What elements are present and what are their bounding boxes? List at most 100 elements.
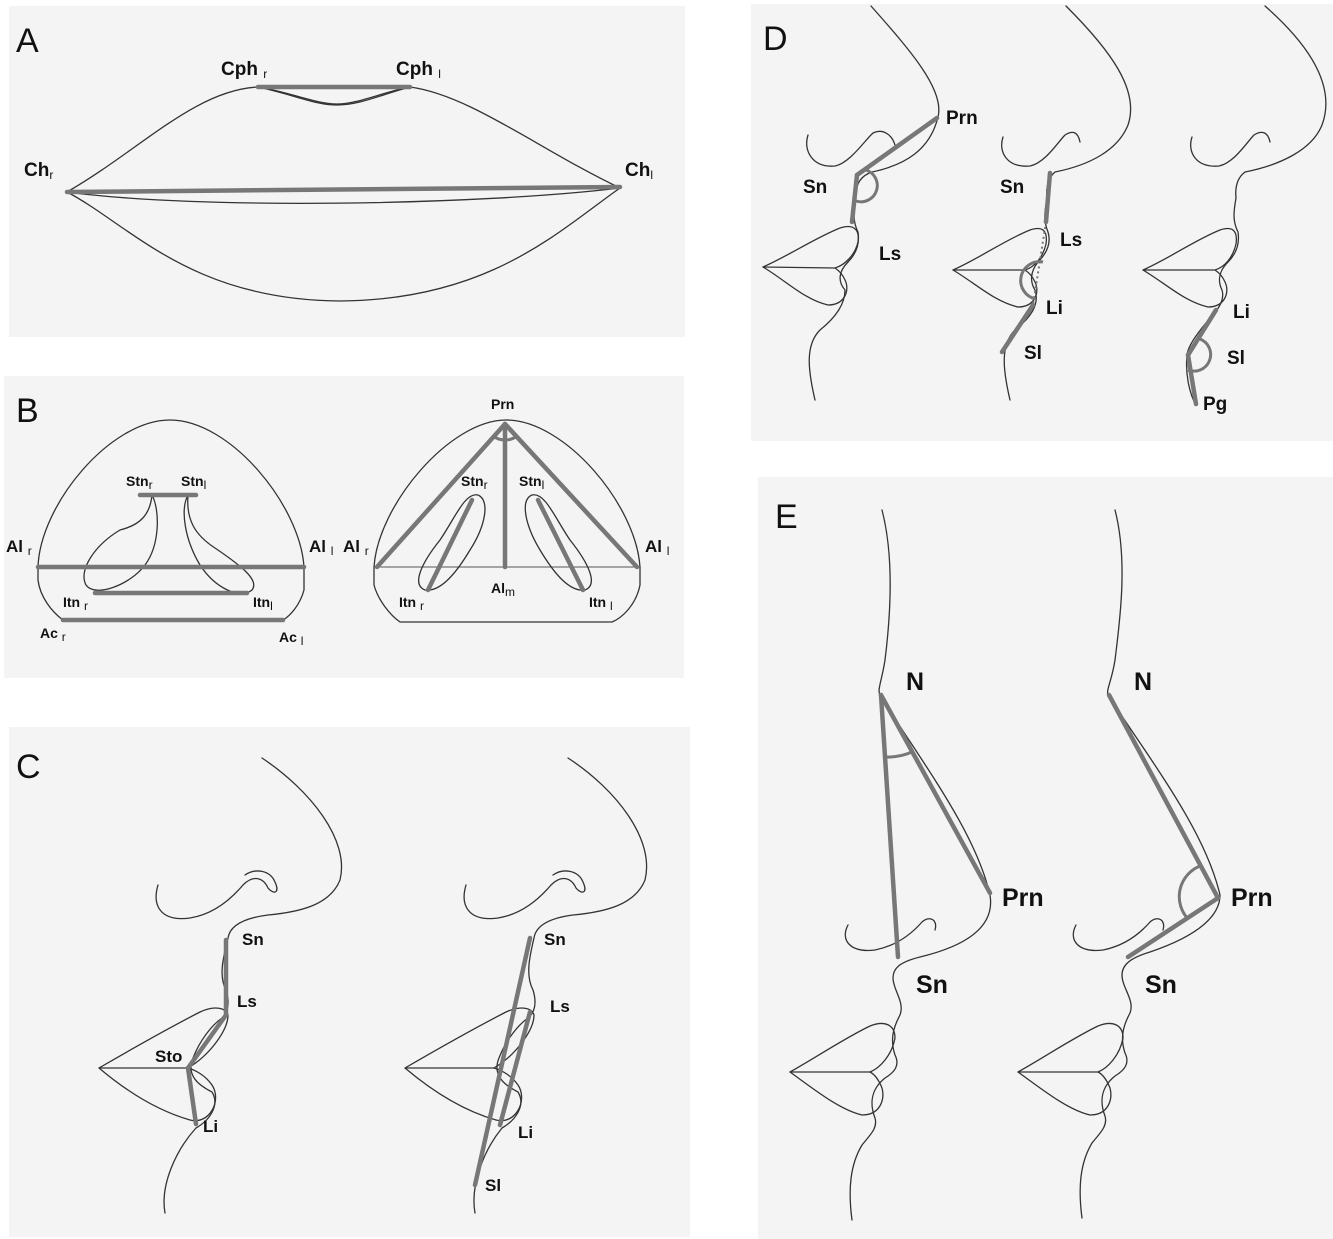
panel-a: A Cph r Cph l Chr Chl bbox=[9, 6, 685, 337]
profile-d-3 bbox=[1142, 5, 1327, 407]
label-c-right-sl: Sl bbox=[485, 1176, 501, 1195]
nose-base-right-diagram bbox=[373, 419, 641, 623]
label-b-left-al-l: Al l bbox=[309, 537, 333, 558]
label-b-left-ac-r: Ac r bbox=[40, 625, 66, 644]
label-b-left-al-r: Al r bbox=[6, 537, 32, 558]
sto-li-line bbox=[185, 1065, 199, 1127]
cupid-bow bbox=[257, 86, 411, 105]
label-b-right-stn-l: Stnl bbox=[519, 473, 544, 492]
label-c-right-sn: Sn bbox=[544, 930, 566, 949]
profile-line-e-right bbox=[1079, 509, 1221, 1219]
upper-lip-e-right bbox=[1017, 1022, 1124, 1073]
label-d-1-ls: Ls bbox=[879, 244, 901, 265]
n-sn-line bbox=[878, 692, 901, 960]
li-sl-line-d2 bbox=[999, 302, 1036, 355]
panel-b: B Stnr Stnl Al r Al l Itn r Itnl Ac r Ac… bbox=[4, 376, 684, 678]
profile-d-1 bbox=[762, 5, 940, 401]
nostril-d-1 bbox=[806, 130, 896, 167]
lower-lip-e-right bbox=[1017, 1071, 1112, 1116]
label-d-2-ls: Ls bbox=[1060, 230, 1082, 251]
sn-ls-line-d bbox=[849, 172, 860, 225]
nostril-e-left bbox=[844, 918, 937, 952]
label-e-left-prn: Prn bbox=[1002, 884, 1044, 912]
panel-d-background bbox=[751, 4, 1333, 441]
label-b-right-al-m: Alm bbox=[491, 580, 515, 599]
lips-frontal-diagram bbox=[64, 84, 623, 302]
nose-base-outline-right bbox=[373, 419, 641, 623]
lower-lip-d-3 bbox=[1142, 269, 1228, 308]
nasal-tip-angle-arc bbox=[492, 434, 518, 442]
panel-e: E N Prn Sn N Prn Sn bbox=[758, 477, 1333, 1239]
panel-a-letter: A bbox=[16, 22, 39, 60]
label-cph-l: Cph l bbox=[396, 59, 441, 81]
li-sl-line-d3 bbox=[1185, 307, 1219, 358]
label-b-right-itn-l: Itn l bbox=[589, 594, 613, 613]
nostril-c-left bbox=[155, 870, 278, 920]
label-e-right-sn: Sn bbox=[1145, 971, 1177, 999]
profile-line-e-left bbox=[849, 509, 992, 1221]
lower-lip-c-right bbox=[404, 1067, 523, 1122]
sl-pg-line bbox=[1185, 352, 1199, 407]
label-cph-r: Cph r bbox=[221, 59, 267, 81]
left-nostril-left bbox=[183, 494, 255, 595]
right-nostril-right bbox=[418, 494, 486, 591]
label-c-right-li: Li bbox=[518, 1123, 533, 1142]
label-b-left-ac-l: Ac l bbox=[279, 629, 303, 648]
label-e-right-prn: Prn bbox=[1231, 884, 1273, 912]
panel-e-background bbox=[758, 477, 1333, 1239]
profile-e-left bbox=[789, 509, 993, 1221]
panel-c-letter: C bbox=[16, 748, 41, 786]
ls-li-dotted-line bbox=[1032, 221, 1047, 306]
label-e-left-sn: Sn bbox=[916, 971, 948, 999]
left-nostril-axis bbox=[535, 497, 586, 593]
lower-lip-d-1 bbox=[762, 266, 848, 306]
right-nostril-axis bbox=[425, 497, 475, 593]
label-ch-l: Chl bbox=[625, 160, 653, 182]
label-b-left-stn-l: Stnl bbox=[181, 473, 206, 492]
label-b-right-stn-r: Stnr bbox=[461, 473, 488, 492]
right-nostril-left bbox=[83, 494, 158, 591]
label-d-3-sl: Sl bbox=[1227, 348, 1245, 369]
label-b-right-al-r: Al r bbox=[343, 537, 369, 558]
prn-al-r-line bbox=[374, 421, 508, 570]
label-c-left-sn: Sn bbox=[242, 930, 264, 949]
panel-b-background bbox=[4, 376, 684, 678]
label-b-left-stn-r: Stnr bbox=[126, 473, 153, 492]
mentolabial-angle-arc bbox=[1187, 337, 1213, 373]
nostril-e-right bbox=[1072, 918, 1165, 952]
ls-sto-line bbox=[185, 1012, 229, 1071]
profile-line-c-right bbox=[473, 757, 648, 1214]
panel-d-letter: D bbox=[763, 20, 788, 58]
label-d-2-li: Li bbox=[1046, 298, 1063, 319]
panel-e-letter: E bbox=[775, 498, 798, 536]
label-d-2-sn: Sn bbox=[1000, 177, 1024, 198]
panel-c: C Sn Ls Sto Li Sn Ls Li Sl bbox=[9, 727, 690, 1237]
label-d-1-prn: Prn bbox=[946, 108, 978, 129]
upper-lip-d-3 bbox=[1142, 227, 1238, 271]
upper-lip-d-1 bbox=[762, 225, 859, 269]
nasofacial-angle-arc bbox=[883, 750, 913, 759]
prn-sn-line bbox=[854, 115, 940, 178]
columella-tangent-line bbox=[1125, 895, 1221, 960]
stomion-line bbox=[66, 187, 621, 204]
label-b-right-prn: Prn bbox=[491, 396, 514, 412]
label-c-left-ls: Ls bbox=[237, 992, 257, 1011]
label-b-left-itn-l: Itnl bbox=[253, 594, 273, 613]
nostril-d-3 bbox=[1190, 131, 1271, 167]
profile-e-right bbox=[1017, 509, 1221, 1219]
upper-lip-c-left bbox=[98, 1007, 229, 1069]
label-c-left-li: Li bbox=[203, 1117, 218, 1136]
ls-li-line bbox=[497, 1009, 533, 1128]
nasal-dorsum-line bbox=[878, 692, 993, 896]
label-ch-r: Chr bbox=[24, 160, 53, 182]
mouth-width-line bbox=[64, 184, 623, 195]
label-e-right-n: N bbox=[1134, 668, 1152, 696]
panel-a-background bbox=[9, 6, 685, 337]
label-c-left-sto: Sto bbox=[155, 1047, 182, 1066]
label-e-left-n: N bbox=[906, 668, 924, 696]
labial-angle-arc bbox=[1019, 260, 1044, 301]
lower-lip-e-left bbox=[789, 1071, 884, 1116]
profile-c-right bbox=[404, 757, 648, 1214]
nose-base-left-diagram bbox=[35, 419, 307, 623]
